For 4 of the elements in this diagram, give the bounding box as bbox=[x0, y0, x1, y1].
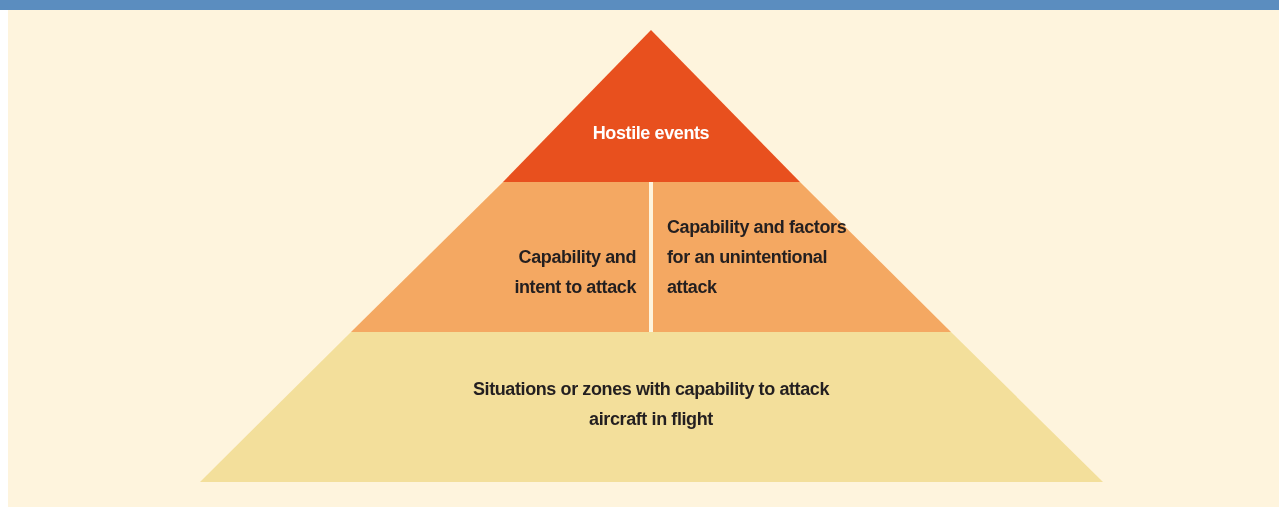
tier-label: Situations or zones with capability to attack aircraft in flight bbox=[471, 378, 831, 431]
tier-label: Capability and intent to attack bbox=[513, 246, 636, 299]
tier-label: Hostile events bbox=[591, 122, 711, 145]
tier-label: Capability and factors for an unintentional attack bbox=[667, 216, 848, 299]
